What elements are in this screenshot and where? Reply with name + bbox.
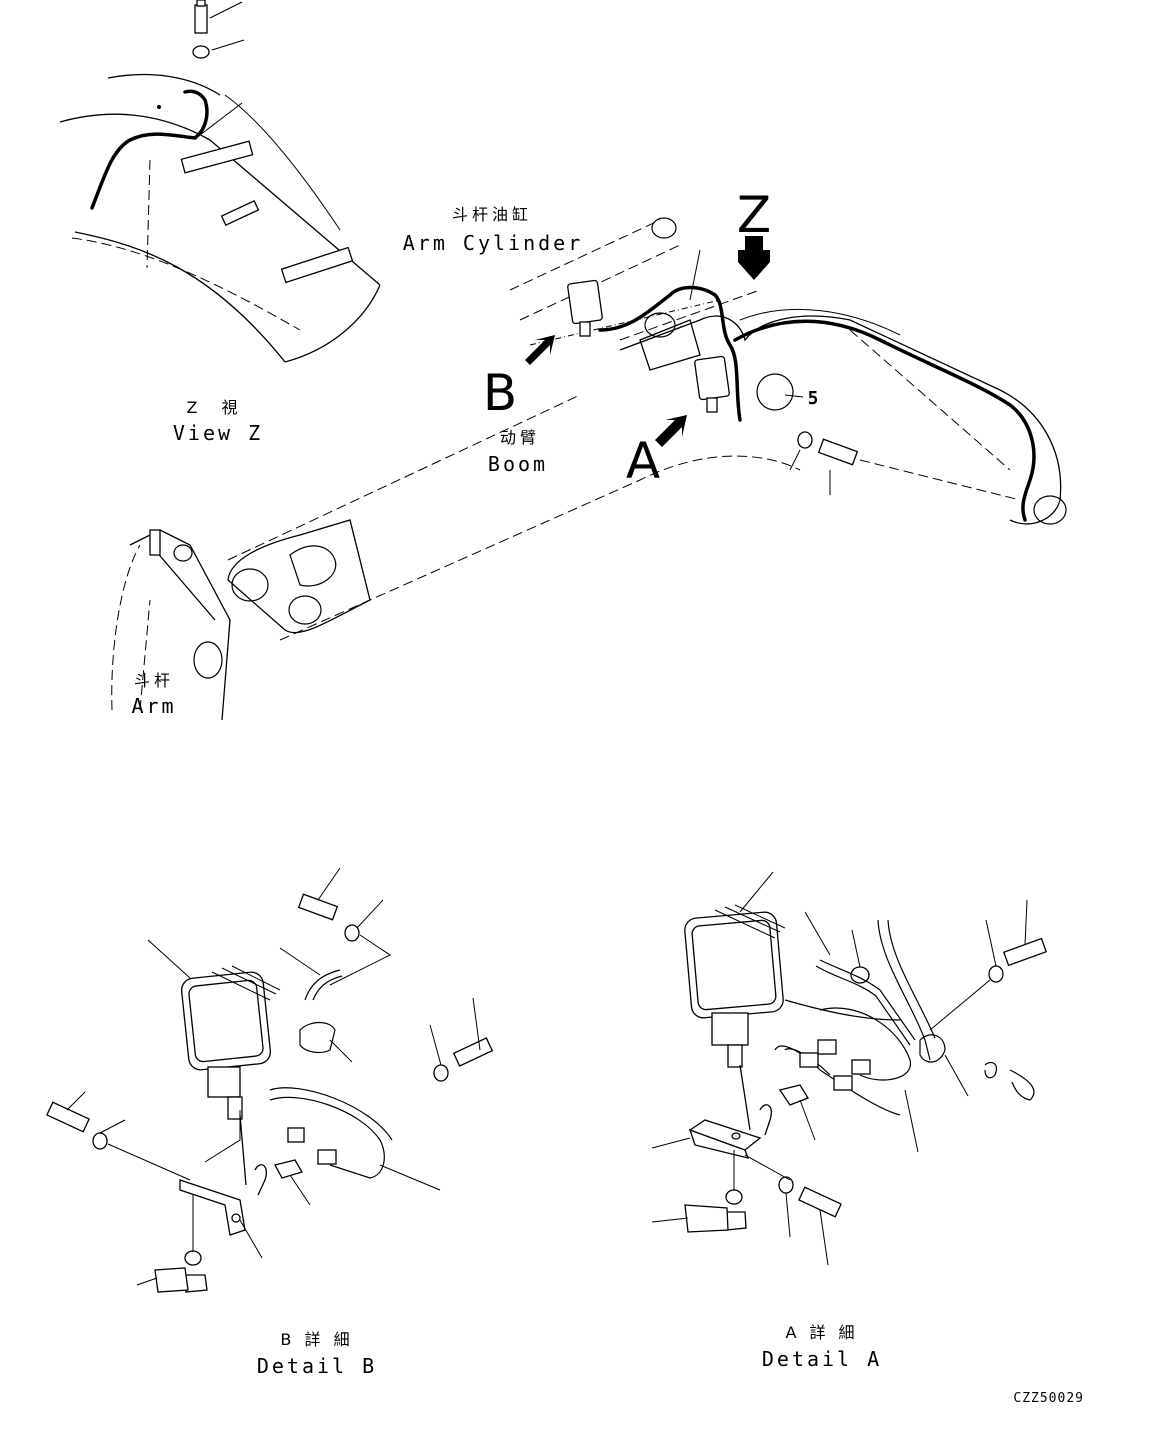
washer-b-right	[433, 1064, 449, 1082]
work-light-a	[694, 355, 730, 413]
detail-b-drawing	[46, 867, 494, 1293]
boom-en-label: Boom	[488, 452, 548, 476]
washer-b-left	[92, 1132, 108, 1150]
detail-b-en-label: Detail B	[257, 1354, 377, 1378]
hole-1	[157, 105, 161, 109]
marker-b: B	[483, 364, 517, 422]
arrow-b	[525, 335, 555, 365]
arrow-z	[738, 250, 770, 280]
detail-a-drawing	[651, 871, 1048, 1266]
connector-a-3	[833, 1075, 853, 1091]
clamp-2	[220, 199, 260, 227]
arm-cn-label: 斗杆	[134, 671, 174, 690]
detail-a-en-label: Detail A	[762, 1347, 882, 1371]
view-z-en-label: View Z	[173, 421, 263, 445]
drawing-code: CZZ50029	[1013, 1391, 1084, 1406]
arrow-z-stem	[745, 236, 763, 252]
arm-cylinder-cn-label: 斗杆油缸	[452, 205, 532, 224]
clamp-plate-1	[180, 140, 254, 174]
connector-a-2	[817, 1039, 837, 1055]
marker-a: A	[626, 432, 660, 490]
boom-assembly	[111, 217, 1067, 721]
view-z-drawing	[59, 0, 381, 363]
clip-b	[299, 1021, 336, 1054]
item-number-5: 5	[808, 388, 819, 409]
connector-a-4	[851, 1059, 871, 1075]
washer-b-bottom	[184, 1250, 202, 1266]
detail-a-cn-label: A 詳 細	[785, 1323, 858, 1342]
bolt-boom	[817, 438, 859, 466]
connector-b-1	[287, 1127, 305, 1143]
clip-a	[919, 1034, 946, 1063]
washer-a-top	[988, 965, 1004, 983]
arm-en-label: Arm	[131, 694, 176, 718]
washer-b-top	[344, 924, 360, 942]
bolt-b-top	[297, 893, 339, 921]
bolt-b-left	[46, 1101, 90, 1133]
lamp-a-mount	[727, 1044, 743, 1068]
detail-b-cn-label: B 詳 細	[280, 1330, 353, 1349]
arrow-a	[655, 415, 687, 447]
bracket-b	[179, 1179, 246, 1236]
washer-boom	[797, 431, 813, 449]
washer-a-nut	[725, 1189, 743, 1205]
view-z-cn-label: Z 視	[187, 398, 242, 417]
lamp-b-mount	[207, 1066, 241, 1098]
connector-a-1	[799, 1052, 819, 1068]
washer-a-bottom	[778, 1176, 794, 1194]
bolt-head-1	[196, 0, 206, 7]
arm-cylinder-en-label: Arm Cylinder	[403, 231, 584, 255]
boom-cn-label: 动臂	[500, 428, 540, 447]
washer-1	[192, 45, 210, 59]
bolt-1	[194, 4, 208, 34]
clamp-plate-3	[280, 246, 354, 284]
bolt-b-right	[452, 1037, 494, 1067]
work-light-b	[567, 279, 603, 337]
clamp-a	[778, 1084, 809, 1106]
clamp-b	[274, 1159, 303, 1179]
bolt-a-bottom	[798, 1186, 842, 1218]
marker-z: Z	[737, 186, 771, 244]
connector-b-2	[317, 1149, 337, 1165]
bolt-a-top	[1002, 937, 1048, 967]
